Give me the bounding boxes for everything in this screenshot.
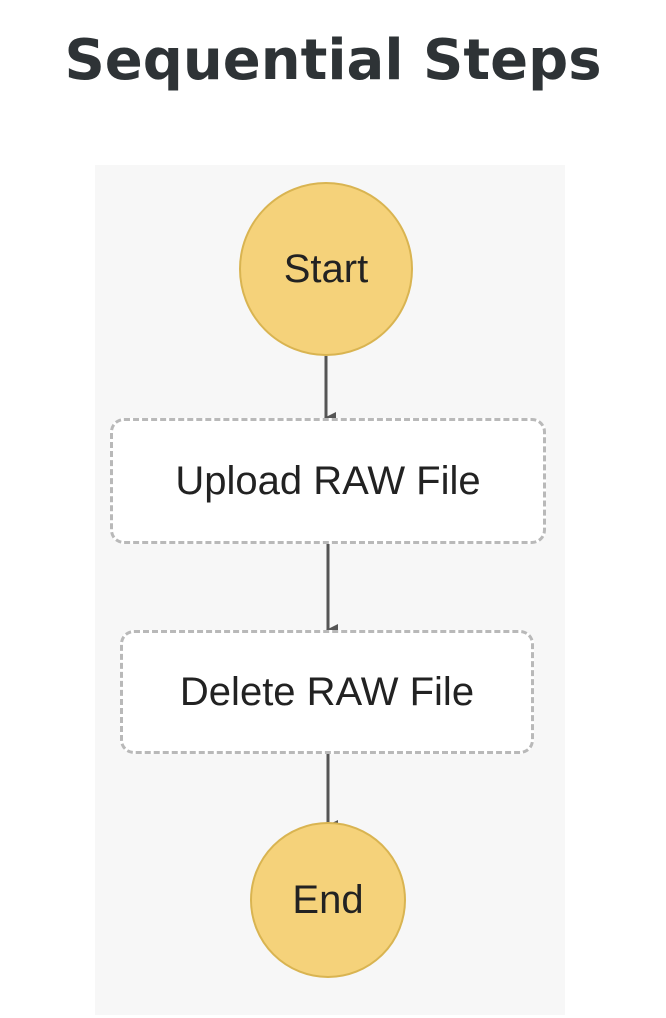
end-node[interactable]: End	[250, 822, 406, 978]
delete-raw-file-label: Delete RAW File	[179, 669, 475, 714]
start-node[interactable]: Start	[239, 182, 413, 356]
upload-raw-file-label: Upload RAW File	[175, 458, 481, 503]
start-node-label: Start	[283, 246, 369, 291]
end-node-label: End	[292, 877, 364, 922]
delete-raw-file-step[interactable]: Delete RAW File	[120, 630, 534, 754]
page-title: Sequential Steps	[64, 28, 602, 93]
upload-raw-file-step[interactable]: Upload RAW File	[110, 418, 546, 544]
